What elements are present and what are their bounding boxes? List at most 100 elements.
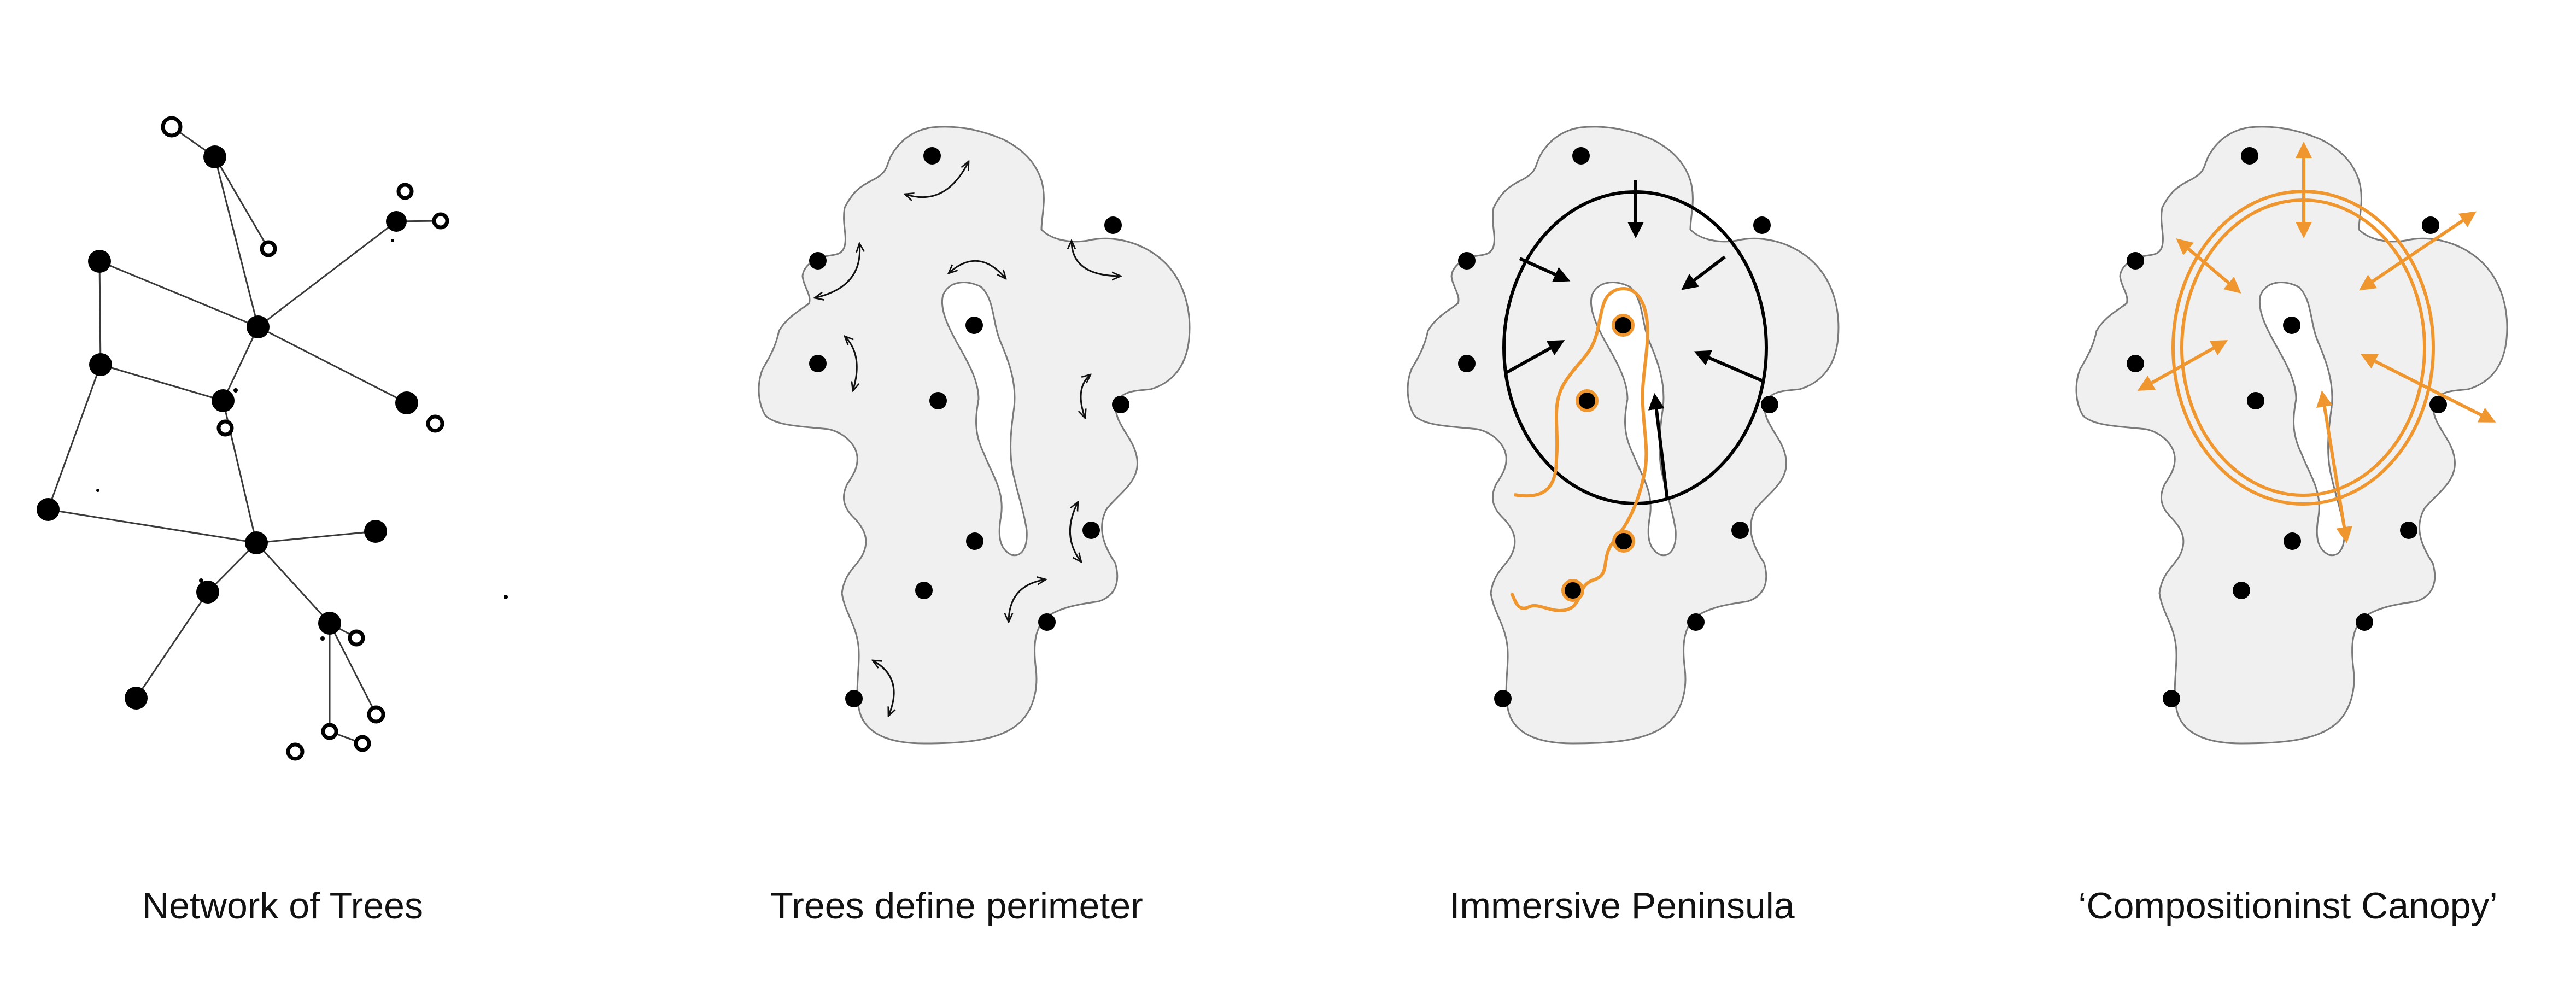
tree-dot [233, 388, 238, 393]
tree-dot [845, 690, 863, 707]
tree-dot [929, 392, 947, 409]
panel-network-of-trees: Network of Trees [37, 116, 508, 927]
movement-arrow-icon [1069, 502, 1081, 562]
movement-arrow-icon [949, 260, 1006, 279]
caption-network-of-trees: Network of Trees [142, 885, 423, 927]
movement-arrow-icon [815, 243, 860, 298]
growth-arrow-icon [2359, 211, 2477, 291]
tree-dot [2233, 582, 2250, 599]
movement-arrow-icon [845, 336, 857, 391]
network-edge [256, 530, 376, 544]
tree-dot [2241, 147, 2258, 165]
panel-compositioninst-canopy: ‘Compositioninst Canopy’ [2075, 126, 2508, 927]
panel-trees-define-perimeter: Trees define perimeter [758, 126, 1191, 927]
tree-dot [1082, 522, 1100, 539]
caption-compositioninst-canopy: ‘Compositioninst Canopy’ [2078, 885, 2497, 927]
tree-dot [386, 211, 407, 232]
tree-dot [1038, 613, 1056, 631]
highlighted-tree-dot [1561, 579, 1584, 602]
network-edge [47, 364, 102, 510]
network-trees [37, 116, 508, 761]
tree-dot [2247, 392, 2264, 409]
tree-dot [2356, 613, 2373, 631]
network-edge [99, 260, 259, 328]
network-edges [47, 126, 441, 745]
tree-dot [364, 520, 387, 543]
tree-dot [504, 595, 508, 599]
tree-dot [1572, 147, 1590, 165]
tree-dot [2422, 216, 2439, 234]
growth-arrow-icon [2176, 238, 2241, 294]
canopy-perimeter-shape [1407, 126, 1840, 745]
young-tree-ring [367, 705, 385, 724]
network-edge [329, 623, 377, 715]
tree-dot [391, 239, 394, 242]
growth-arrow-icon [2316, 390, 2352, 543]
tree-dot [125, 687, 148, 710]
movement-arrow-icon [1072, 241, 1121, 276]
tree-dot [88, 250, 111, 273]
highlighted-tree-dot [1612, 314, 1635, 337]
network-edge [222, 326, 259, 401]
tree-dot [37, 498, 60, 521]
tree-dot [199, 578, 203, 583]
inward-arrows [1504, 180, 1765, 501]
network-edge [257, 220, 397, 328]
movement-arrow-icon [1009, 579, 1046, 622]
tree-dot [966, 532, 983, 550]
inward-arrow-icon [1504, 340, 1565, 375]
young-tree-ring [161, 116, 183, 138]
tree-dot [196, 581, 219, 604]
tree-dot [1458, 252, 1476, 270]
network-edge [257, 326, 407, 404]
young-tree-ring [348, 629, 365, 647]
tree-dot [915, 582, 933, 599]
highlighted-tree-dot [1612, 530, 1635, 553]
network-edge [207, 542, 257, 593]
young-tree-ring [396, 183, 414, 200]
tree-dot [1761, 396, 1778, 413]
tree-dot [247, 315, 270, 338]
tree-dot [2127, 355, 2144, 372]
tree-dot [395, 391, 418, 414]
network-edge [255, 542, 331, 624]
growth-arrow-icon [2137, 340, 2228, 391]
movement-arrow-icon [873, 660, 894, 716]
tree-dot [212, 389, 235, 412]
tree-dot [1753, 216, 1771, 234]
inward-arrow-icon [1694, 350, 1765, 383]
tree-dot [318, 612, 341, 635]
tree-dot [1104, 216, 1122, 234]
caption-trees-define-perimeter: Trees define perimeter [770, 885, 1143, 927]
tree-dot [1687, 613, 1705, 631]
tree-dot [1731, 522, 1749, 539]
young-tree-ring [432, 212, 449, 230]
tree-dot [2429, 396, 2447, 413]
peninsula-trees [1458, 147, 1778, 707]
tree-dot [320, 636, 325, 641]
tree-dot [2400, 522, 2417, 539]
tree-dot [923, 147, 941, 165]
tree-dot [809, 252, 827, 270]
network-edge [98, 261, 102, 365]
growth-arrows [2137, 142, 2496, 543]
panel-immersive-peninsula: Immersive Peninsula [1407, 126, 1840, 927]
network-edge [214, 156, 270, 249]
inward-arrow-icon [1648, 393, 1669, 501]
tree-dot [203, 145, 226, 168]
young-tree-ring [260, 240, 277, 257]
young-tree-ring [426, 414, 444, 433]
inward-arrow-icon [1519, 257, 1571, 282]
network-edge [48, 508, 257, 544]
tree-dot [96, 489, 99, 492]
tree-dot [89, 353, 112, 376]
young-tree-ring [354, 735, 371, 752]
caption-immersive-peninsula: Immersive Peninsula [1449, 885, 1794, 927]
tree-dot [1112, 396, 1129, 413]
tree-dot [809, 355, 827, 372]
young-tree-ring [286, 742, 305, 761]
tree-dot [2127, 252, 2144, 270]
canopy-perimeter-shape [2075, 126, 2508, 745]
movement-arrow-icon [905, 161, 969, 197]
